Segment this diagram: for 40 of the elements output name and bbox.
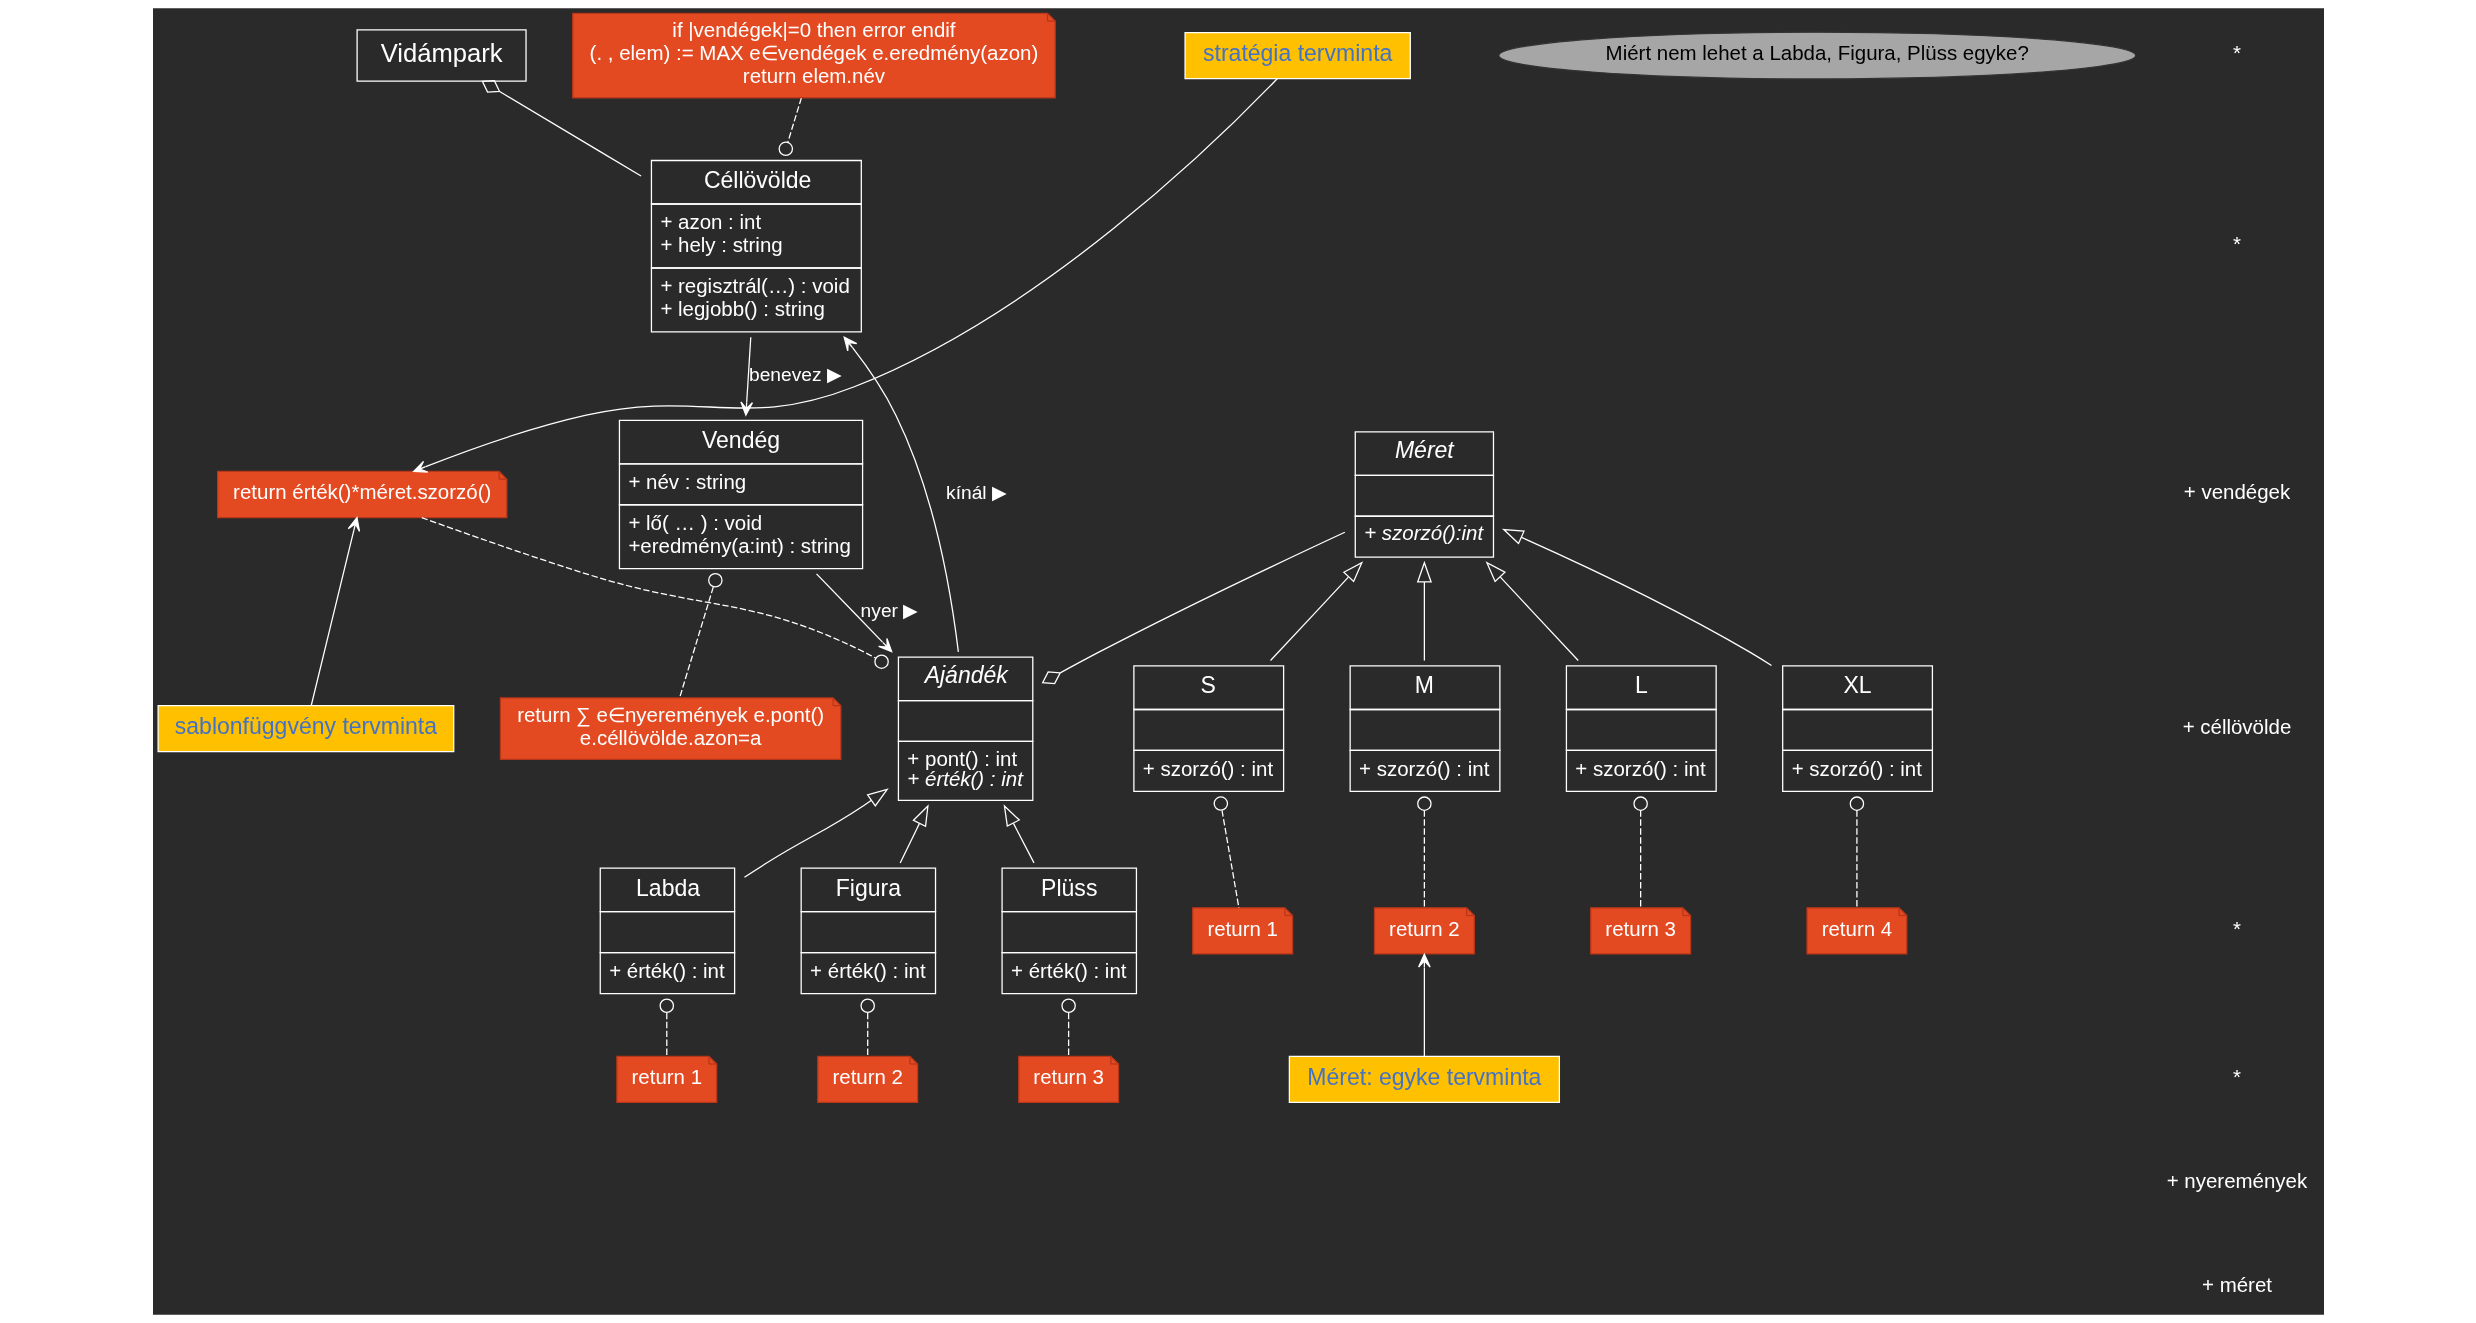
- arrow: [412, 78, 1278, 473]
- connector: [1416, 796, 1432, 909]
- label: *: [2232, 1065, 2241, 1089]
- connector: [420, 517, 889, 669]
- connector: [480, 80, 642, 177]
- label: + méret: [2201, 1272, 2272, 1296]
- connector: [678, 572, 723, 699]
- node-box: Vidámpark: [355, 29, 527, 82]
- arrow: [1003, 804, 1035, 864]
- connector: [659, 998, 674, 1057]
- label: *: [2232, 41, 2241, 65]
- arrow: [1269, 561, 1363, 662]
- node-box: stratégia tervminta: [1183, 31, 1411, 80]
- label: *: [2232, 916, 2241, 940]
- connector: [1213, 796, 1240, 909]
- edge-label: benevez ▶: [748, 363, 842, 385]
- label: + céllövölde: [2182, 714, 2291, 738]
- arrow: [310, 516, 360, 707]
- connector: [1632, 796, 1648, 909]
- node-box: Méret: egyke tervminta: [1288, 1055, 1560, 1103]
- arrow: [1417, 953, 1431, 1057]
- label: + nyeremények: [2166, 1168, 2307, 1192]
- arrow: [743, 788, 889, 878]
- connector: [1849, 796, 1864, 909]
- arrow: [899, 804, 929, 864]
- edge-label: nyer ▶: [860, 600, 918, 622]
- node-ellipse: Miért nem lehet a Labda, Figura, Plüss egyke?: [1497, 31, 2136, 80]
- node-box: sablonfüggvény tervminta: [157, 705, 454, 753]
- arrow: [1416, 560, 1432, 662]
- connector: [1041, 531, 1345, 685]
- label: *: [2232, 232, 2241, 256]
- label: + vendégek: [2183, 480, 2290, 504]
- edge-label: kínál ▶: [945, 481, 1007, 503]
- arrow: [1501, 528, 1772, 667]
- arrow: [843, 336, 959, 653]
- arrow: [815, 573, 892, 653]
- connector: [778, 97, 802, 157]
- connector: [1060, 998, 1076, 1057]
- arrow: [1485, 561, 1579, 662]
- connector: [859, 998, 875, 1057]
